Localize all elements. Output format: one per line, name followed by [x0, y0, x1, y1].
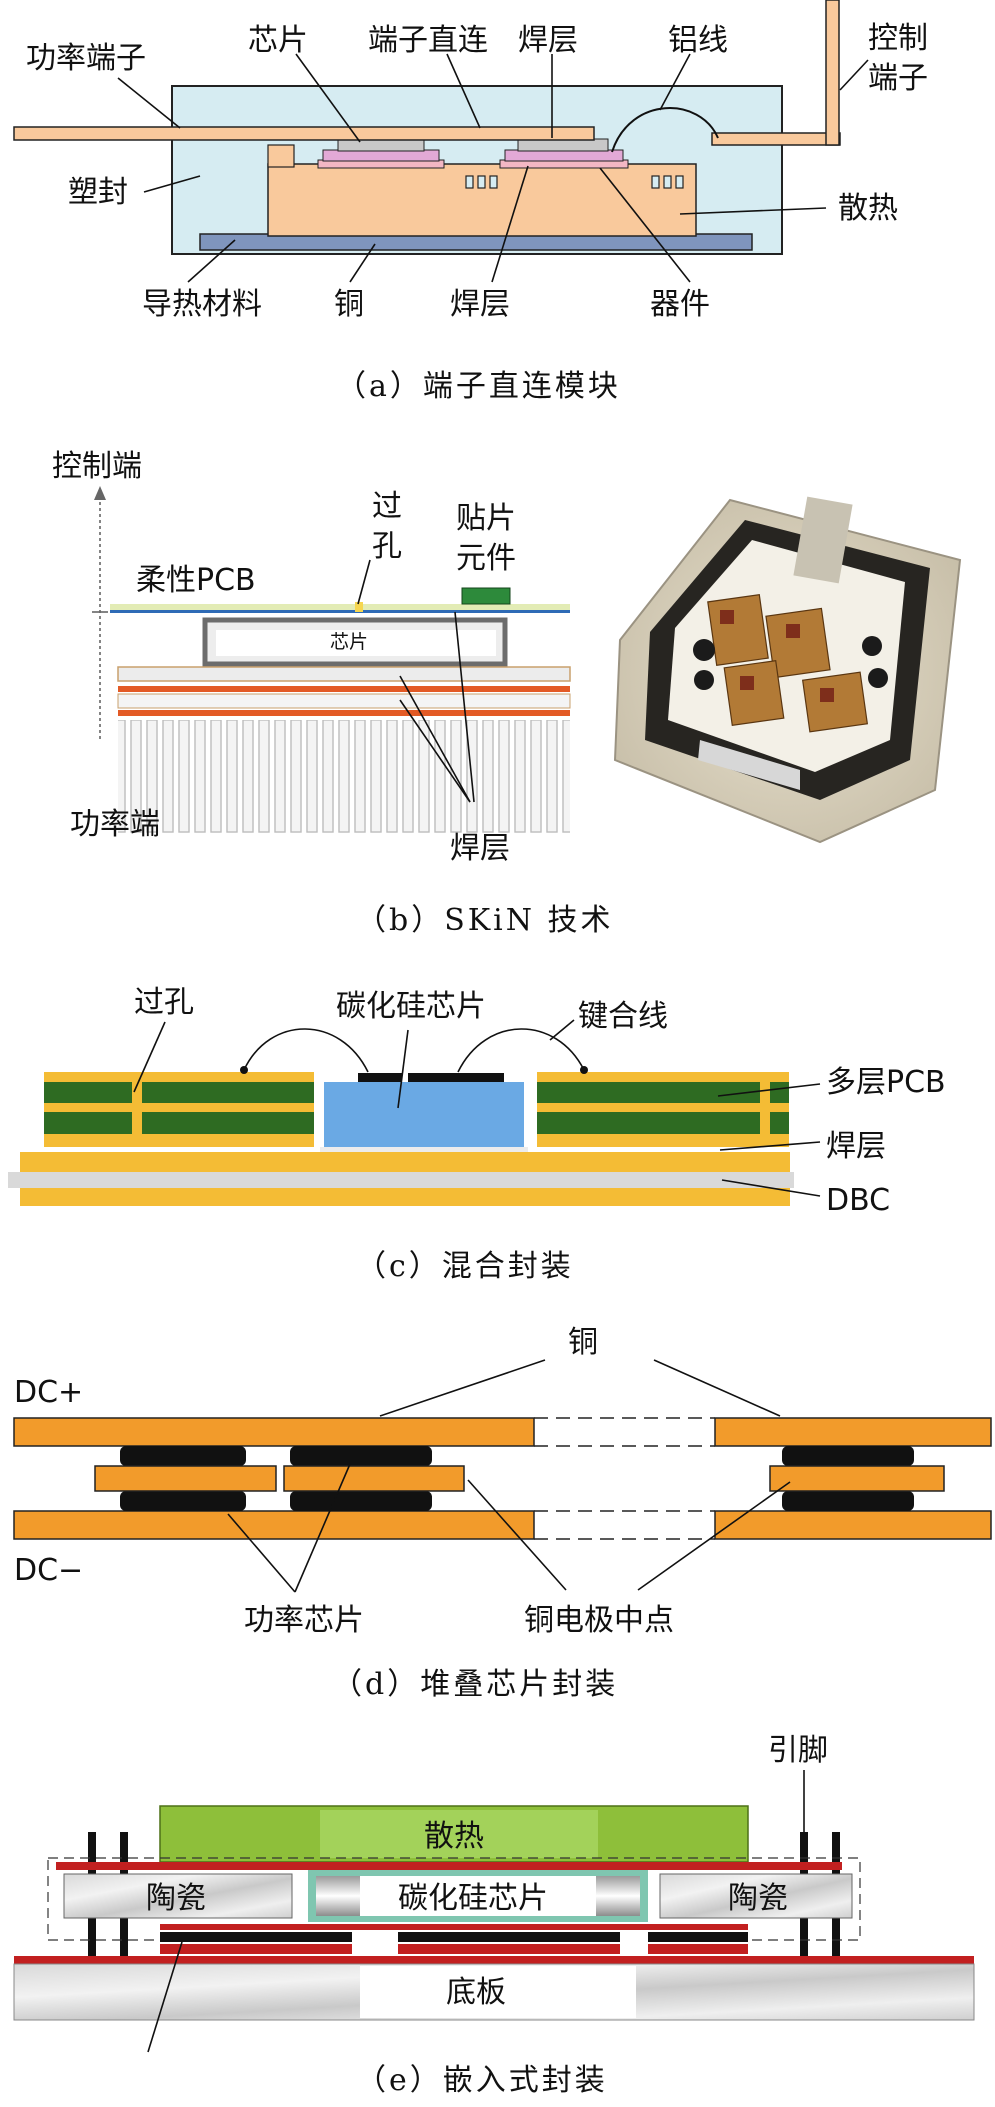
chip-pad-left: [358, 1073, 402, 1082]
label-power-terminal: 功率端子: [26, 41, 146, 76]
dbc-top-layer: [117, 666, 571, 682]
chip: [216, 630, 496, 656]
caption-e: （e）嵌入式封装: [356, 2063, 608, 2098]
copper-step: [267, 144, 295, 168]
label-al-wire: 铝线: [668, 23, 728, 58]
label-control-end: 控制端: [52, 449, 142, 484]
panel-b-leaders: [357, 559, 475, 803]
label-control-terminal-line1: 控制: [868, 21, 928, 56]
ceramic-left: [63, 1873, 293, 1919]
dashed-continuation: [534, 1417, 715, 1540]
bond-wire-right: [457, 1028, 585, 1073]
label-smd-line1: 贴片: [456, 501, 516, 536]
dbc-bottom-copper: [20, 1188, 790, 1206]
label-dc-minus: DC−: [14, 1553, 83, 1588]
label-flex-pcb: 柔性PCB: [136, 563, 256, 598]
label-cu-midpoint: 铜电极中点: [524, 1603, 674, 1638]
label-solder-c: 焊层: [826, 1129, 886, 1164]
sic-chip: [324, 1082, 524, 1149]
dbc-ceramic: [8, 1172, 794, 1188]
label-baseplate: 底板: [446, 1975, 506, 2010]
device-left: [322, 149, 440, 162]
label-ceramic-left: 陶瓷: [146, 1881, 206, 1916]
label-heatsink: 散热: [838, 191, 898, 226]
label-ceramic-right: 陶瓷: [728, 1881, 788, 1916]
label-thermal-material: 导热材料: [142, 287, 262, 322]
grooves: [465, 175, 684, 189]
label-terminal-direct: 端子直连: [368, 23, 488, 58]
heatsink-fins: [118, 716, 570, 836]
label-power-chip: 功率芯片: [244, 1603, 364, 1638]
dbc-top-copper: [20, 1152, 790, 1172]
label-via-c: 过孔: [134, 985, 194, 1020]
label-device: 器件: [650, 287, 710, 322]
label-power-end: 功率端: [70, 807, 160, 842]
caption-c: （c）混合封装: [356, 1249, 574, 1284]
chip-pad-right: [408, 1073, 504, 1082]
module-photo: [605, 488, 962, 844]
caption-a: （a）端子直连模块: [336, 369, 621, 404]
control-terminal-horizontal: [711, 132, 841, 146]
label-via-line1: 过: [372, 489, 402, 524]
multilayer-pcb-left: [44, 1072, 314, 1147]
panel-a-leaders: [117, 53, 869, 283]
label-sic-chip-e: 碳化硅芯片: [398, 1881, 548, 1916]
bond-wire-left: [243, 1028, 369, 1073]
panel-c: 过孔 碳化硅芯片 键合线 多层PCB 焊层 DBC （c）混合封装: [8, 985, 946, 1284]
label-sic-chip-c: 碳化硅芯片: [336, 989, 486, 1024]
label-molding: 塑封: [68, 175, 128, 210]
cu-midpoint-plates: [94, 1465, 945, 1492]
label-via-line2: 孔: [372, 529, 402, 564]
aluminum-wire: [611, 107, 719, 153]
panel-e: 引脚 散热 陶瓷 碳化硅芯片 陶瓷 底板 （e）嵌入式封装: [13, 1733, 975, 2098]
dc-minus-bar-right: [714, 1510, 992, 1540]
dc-plus-bar-right: [714, 1417, 992, 1447]
label-chip-b: 芯片: [330, 631, 368, 653]
via-mark: [355, 602, 363, 612]
chip-right: [517, 138, 609, 152]
power-chips: [120, 1446, 914, 1511]
label-pin: 引脚: [768, 1733, 828, 1768]
solder-layer: [320, 1147, 528, 1152]
label-dbc: DBC: [826, 1183, 890, 1218]
panel-b: 控制端 过 孔 贴片 元件 柔性PCB 芯片 功率端 焊层 （b）SKiN 技术: [52, 449, 962, 938]
flex-pcb: [110, 604, 570, 612]
control-terminal-vertical: [825, 0, 840, 146]
panel-d: 铜 DC+ DC− 功率芯片 铜电极中点 （d）堆叠芯片封装: [13, 1325, 992, 1702]
label-dc-plus: DC+: [14, 1375, 83, 1410]
label-smd-line2: 元件: [456, 541, 516, 576]
label-copper-d: 铜: [568, 1325, 598, 1360]
multilayer-pcb-right: [537, 1072, 789, 1147]
device-right: [504, 149, 624, 162]
label-solder-top: 焊层: [518, 23, 578, 58]
dc-plus-bar-left: [13, 1417, 535, 1447]
copper-base: [267, 163, 697, 237]
caption-b: （b）SKiN 技术: [356, 903, 614, 938]
power-terminal: [13, 126, 595, 141]
label-bond-wire: 键合线: [578, 999, 668, 1034]
panel-d-leaders: [227, 1359, 791, 1593]
label-copper: 铜: [334, 287, 364, 322]
smd-component: [461, 587, 511, 605]
ceramic-right: [659, 1873, 853, 1919]
panel-c-leaders: [133, 1019, 821, 1197]
label-chip: 芯片: [248, 23, 308, 58]
label-solder-bottom: 焊层: [450, 287, 510, 322]
label-control-terminal-line2: 端子: [868, 61, 928, 96]
caption-d: （d）堆叠芯片封装: [332, 1667, 618, 1702]
chip-left: [337, 138, 425, 152]
dc-minus-bar-left: [13, 1510, 535, 1540]
label-multilayer-pcb: 多层PCB: [826, 1065, 946, 1100]
label-solder-b: 焊层: [450, 831, 510, 866]
label-heatsink-e: 散热: [424, 1819, 484, 1854]
panel-a: 功率端子 芯片 端子直连 焊层 铝线 控制 端子 塑封 散热 导热材料 铜 焊层…: [13, 0, 928, 404]
panel-e-leaders: [147, 1770, 805, 2053]
